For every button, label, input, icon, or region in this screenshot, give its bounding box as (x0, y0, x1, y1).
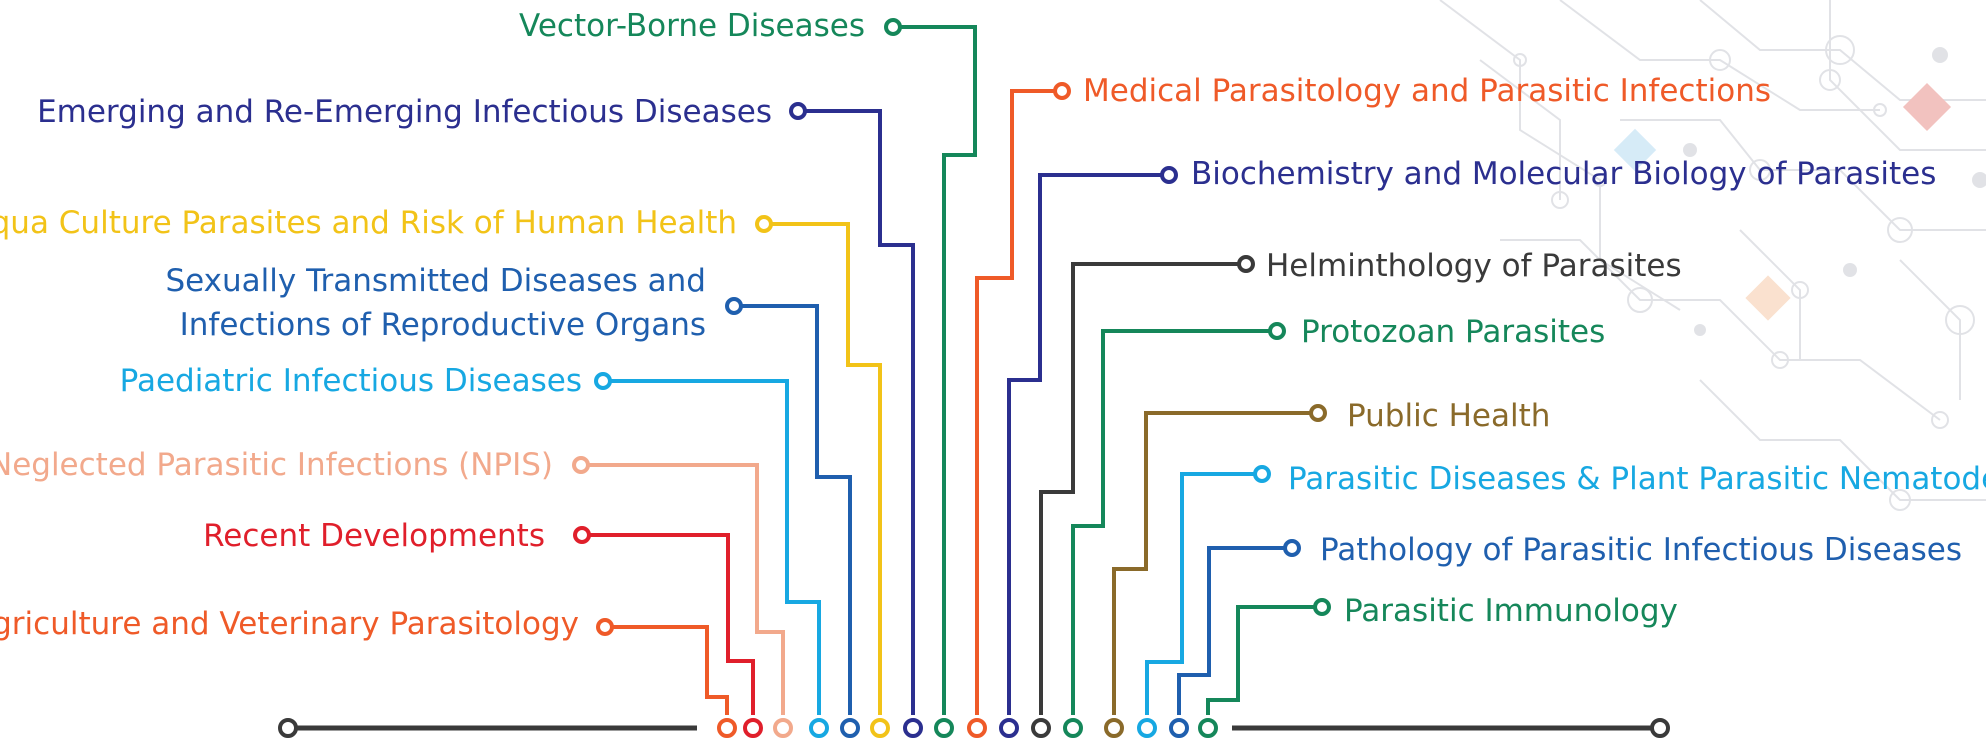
right-wire-6 (1179, 548, 1285, 715)
right-topic-terminal-4 (1311, 406, 1325, 420)
right-topic-terminal-3 (1270, 324, 1284, 338)
left-topic-labels: Vector-Borne Diseases Emerging and Re-Em… (0, 8, 865, 642)
right-wire-4 (1114, 413, 1311, 715)
left-topic-terminal-5 (574, 458, 588, 472)
right-topic-terminal-6 (1285, 541, 1299, 555)
topic-helminthology: Helminthology of Parasites (1266, 248, 1682, 284)
topic-vector-borne-diseases: Vector-Borne Diseases (519, 8, 865, 44)
topic-biochemistry-molecular-biology: Biochemistry and Molecular Biology of Pa… (1191, 156, 1936, 192)
left-topic-terminal-4 (596, 374, 610, 388)
left-bottom-terminal-2 (872, 720, 888, 736)
right-topic-terminal-1 (1162, 168, 1176, 182)
right-bottom-terminal-4 (1106, 720, 1122, 736)
left-bottom-terminal-4 (811, 720, 827, 736)
left-topic-terminal-2 (757, 217, 771, 231)
topic-pathology-parasitic-infectious-diseases: Pathology of Parasitic Infectious Diseas… (1320, 532, 1962, 568)
topic-sexually-transmitted-diseases-line2: Infections of Reproductive Organs (180, 307, 706, 343)
topic-sexually-transmitted-diseases-line1: Sexually Transmitted Diseases and (165, 263, 706, 299)
left-wire-1 (805, 111, 913, 715)
left-topic-terminal-1 (791, 104, 805, 118)
topic-parasitic-immunology: Parasitic Immunology (1344, 593, 1678, 629)
right-topic-terminal-0 (1055, 84, 1069, 98)
right-bottom-terminal-7 (1200, 720, 1216, 736)
left-topic-terminal-7 (598, 620, 612, 634)
right-bottom-terminal-2 (1033, 720, 1049, 736)
left-wire-4 (610, 381, 819, 715)
topic-parasitic-diseases-plant-nematodes: Parasitic Diseases & Plant Parasitic Nem… (1288, 461, 1986, 497)
right-topic-labels: Medical Parasitology and Parasitic Infec… (1083, 73, 1986, 629)
left-bottom-terminal-1 (905, 720, 921, 736)
topic-medical-parasitology: Medical Parasitology and Parasitic Infec… (1083, 73, 1771, 109)
topic-paediatric-infectious-diseases: Paediatric Infectious Diseases (120, 363, 582, 399)
left-topic-terminal-0 (886, 20, 900, 34)
right-wire-3 (1073, 331, 1270, 715)
right-bottom-terminal-5 (1139, 720, 1155, 736)
right-bottom-terminal-6 (1171, 720, 1187, 736)
right-bottom-terminal-0 (969, 720, 985, 736)
topic-agriculture-veterinary-parasitology: Agriculture and Veterinary Parasitology (0, 606, 579, 642)
left-bottom-terminal-5 (775, 720, 791, 736)
right-topic-terminal-5 (1255, 467, 1269, 481)
right-wire-1 (1009, 175, 1162, 715)
left-bottom-terminal-3 (842, 720, 858, 736)
bottom-terminals (719, 720, 1216, 736)
right-bottom-terminal-1 (1001, 720, 1017, 736)
right-bottom-terminal-3 (1065, 720, 1081, 736)
left-bottom-terminal-0 (936, 720, 952, 736)
left-topic-terminal-6 (575, 528, 589, 542)
baseline-end-terminal-1 (1652, 720, 1668, 736)
baseline-end-terminal-0 (280, 720, 296, 736)
topic-emerging-re-emerging-diseases: Emerging and Re-Emerging Infectious Dise… (37, 94, 772, 130)
left-bottom-terminal-7 (719, 720, 735, 736)
topic-public-health: Public Health (1347, 398, 1550, 434)
left-bottom-terminal-6 (745, 720, 761, 736)
left-topic-terminal-3 (727, 299, 741, 313)
topic-protozoan-parasites: Protozoan Parasites (1301, 314, 1605, 350)
topic-recent-developments: Recent Developments (203, 518, 545, 554)
left-wire-7 (612, 627, 727, 715)
right-topic-terminal-2 (1239, 257, 1253, 271)
topic-aqua-culture-parasites: Aqua Culture Parasites and Risk of Human… (0, 205, 737, 241)
right-topic-terminal-7 (1315, 600, 1329, 614)
right-wire-7 (1208, 607, 1315, 715)
right-wire-0 (977, 91, 1055, 715)
topic-neglected-parasitic-infections: Neglected Parasitic Infections (NPIS) (0, 447, 553, 483)
